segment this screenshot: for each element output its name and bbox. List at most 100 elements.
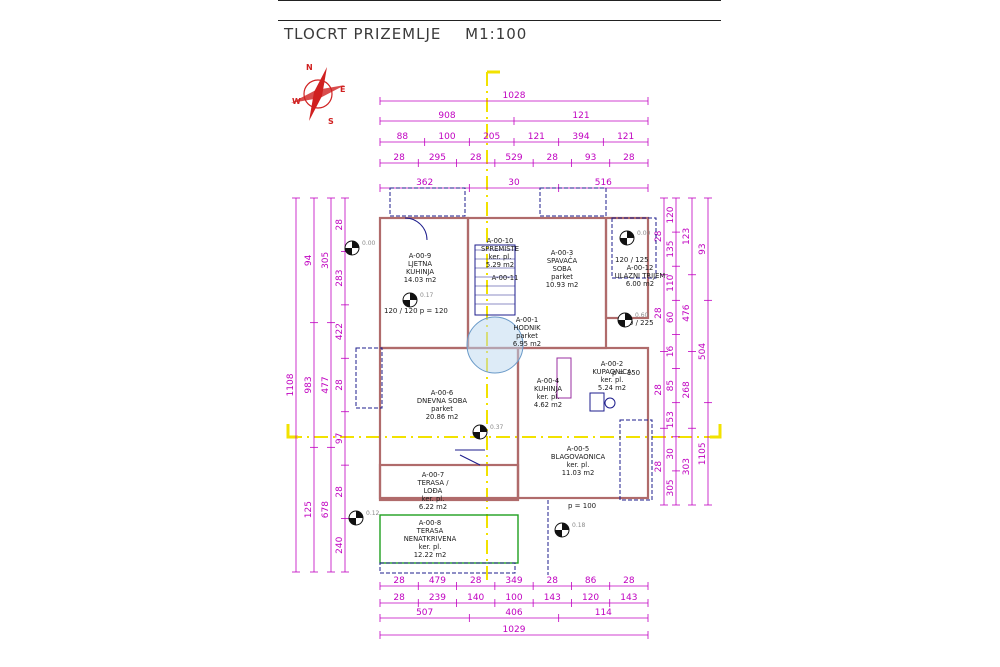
room-label-A-00-12: 6.00 m2	[626, 280, 654, 288]
plan-scale: M1:100	[465, 25, 528, 43]
dim-bottom-2-label: 507	[416, 608, 433, 618]
room-label-A-00-9: LJETNA	[408, 260, 432, 268]
axis-end-right	[710, 424, 722, 439]
dim-right-2-label: 120	[666, 206, 676, 223]
dim-top-0-label: 1028	[503, 91, 526, 101]
dim-bottom-0-label: 479	[429, 576, 446, 586]
dim-right-0-label: 504	[698, 343, 708, 360]
dim-top-3-label: 28	[623, 153, 635, 163]
window-top-left	[389, 187, 466, 217]
room-label-A-00-7: TERASA /	[416, 479, 449, 487]
room-label-A-00-2: 5.24 m2	[598, 384, 626, 392]
toilet-icon	[604, 397, 616, 409]
watermark-shape	[466, 316, 524, 374]
dim-right-0-label: 93	[698, 243, 708, 254]
stair-box	[474, 244, 516, 316]
level-markers: 0.000.120.170.370.180.600.00	[344, 230, 651, 538]
dim-top-3-label: 295	[429, 153, 446, 163]
railing-bottom	[379, 562, 516, 574]
dim-right-1-label: 476	[682, 304, 692, 321]
dim-top-4-label: 362	[416, 178, 433, 188]
room-label-A-00-6: A-00-6	[431, 389, 453, 397]
dim-top-3-label: 529	[505, 153, 522, 163]
dim-left-3-label: 240	[335, 536, 345, 553]
level-marker-fill	[345, 241, 359, 255]
dim-top-2-label: 121	[528, 132, 545, 142]
dim-bottom-1-label: 28	[393, 593, 405, 603]
dim-top-3-label: 28	[547, 153, 559, 163]
wall-blagovaonica	[516, 346, 650, 500]
dim-right-3-label: 28	[654, 384, 664, 396]
dim-right-2-label: 85	[666, 380, 676, 391]
top-rule-1	[278, 0, 721, 1]
room-label-A-00-6: parket	[431, 405, 453, 413]
dim-right-1-label: 303	[682, 458, 692, 475]
room-label-A-00-1: 6.95 m2	[513, 340, 541, 348]
room-label-A-00-8: ker. pl.	[419, 543, 442, 551]
room-label-A-00-3: SOBA	[553, 265, 572, 273]
room-label-A-00-1: A-00-1	[516, 316, 538, 324]
dim-left-3-label: 97	[335, 433, 345, 444]
room-label-A-00-3: SPAVAĆA	[547, 256, 578, 265]
room-label-A-00-3: A-00-3	[551, 249, 573, 257]
opening-label: p = 100	[568, 502, 596, 510]
dim-left-2-label: 678	[321, 501, 331, 518]
dim-left-3-label: 28	[335, 379, 345, 391]
dim-bottom-1-label: 143	[620, 593, 637, 603]
dim-right-2-label: 135	[666, 241, 676, 258]
compass-label-w: W	[292, 97, 301, 106]
level-marker-fill	[555, 523, 569, 537]
compass-label-n: N	[306, 63, 313, 72]
dim-right-3-label: 28	[654, 461, 664, 473]
dim-left-1-label: 94	[304, 254, 314, 266]
level-marker-fill	[473, 425, 487, 439]
room-label-A-00-5: BLAGOVAONICA	[551, 453, 606, 461]
wall-terasa-lodja	[378, 463, 520, 502]
level-marker-value: 0.00	[362, 240, 376, 247]
room-label-A-00-2: ker. pl.	[601, 376, 624, 384]
dim-right-2-label: 60	[666, 311, 676, 323]
level-marker-value: 0.18	[572, 522, 586, 529]
dim-right-1-label: 268	[682, 381, 692, 398]
room-label-A-00-3: parket	[551, 273, 573, 281]
opening-label: 120 / 120 p = 120	[384, 307, 448, 315]
room-label-A-00-12: ULAZNI TRIJEM	[615, 272, 666, 280]
compass-needle-cross	[291, 85, 345, 103]
level-marker-value: 0.37	[490, 424, 504, 431]
dim-left-2-label: 305	[321, 252, 331, 269]
compass-ring	[303, 79, 333, 109]
room-label-A-00-1: HODNIK	[513, 324, 541, 332]
dim-bottom-2-label: 406	[505, 608, 522, 618]
dim-right-0-label: 1105	[698, 442, 708, 465]
room-label-A-00-7: ker. pl.	[422, 495, 445, 503]
room-label-A-00-5: ker. pl.	[567, 461, 590, 469]
room-label-A-00-7: LOĐA	[424, 487, 443, 495]
room-label-A-00-9: A-00-9	[409, 252, 431, 260]
room-label-A-00-10: SPREMIŠTE	[481, 244, 519, 253]
axis-end-left	[286, 424, 298, 439]
level-marker-fill	[403, 293, 417, 307]
room-label-A-00-4: ker. pl.	[537, 393, 560, 401]
dim-top-2-label: 100	[438, 132, 455, 142]
dim-bottom-1-label: 143	[544, 593, 561, 603]
level-marker-fill	[620, 231, 634, 245]
room-label-A-00-4: A-00-4	[537, 377, 559, 385]
opening-label: p = 150	[612, 369, 640, 377]
dim-top-3-label: 28	[393, 153, 405, 163]
room-label-A-00-7: A-00-7	[422, 471, 444, 479]
level-marker-value: 0.12	[366, 510, 380, 517]
dim-right-1-label: 123	[682, 228, 692, 245]
dim-top-4-label: 516	[595, 178, 612, 188]
dim-left-1-label: 125	[304, 501, 314, 518]
room-label-A-00-6: 20.86 m2	[426, 413, 459, 421]
dim-right-2-label: 110	[666, 274, 676, 291]
room-label-A-00-10: A-00-10	[487, 237, 514, 245]
dim-bottom-1-label: 120	[582, 593, 599, 603]
dim-right-2-label: 16	[666, 346, 676, 358]
level-marker-value: 0.00	[637, 230, 651, 237]
room-label-A-00-9: 14.03 m2	[404, 276, 437, 284]
dim-right-3-label: 28	[654, 230, 664, 242]
kitchen-counter	[556, 357, 572, 399]
